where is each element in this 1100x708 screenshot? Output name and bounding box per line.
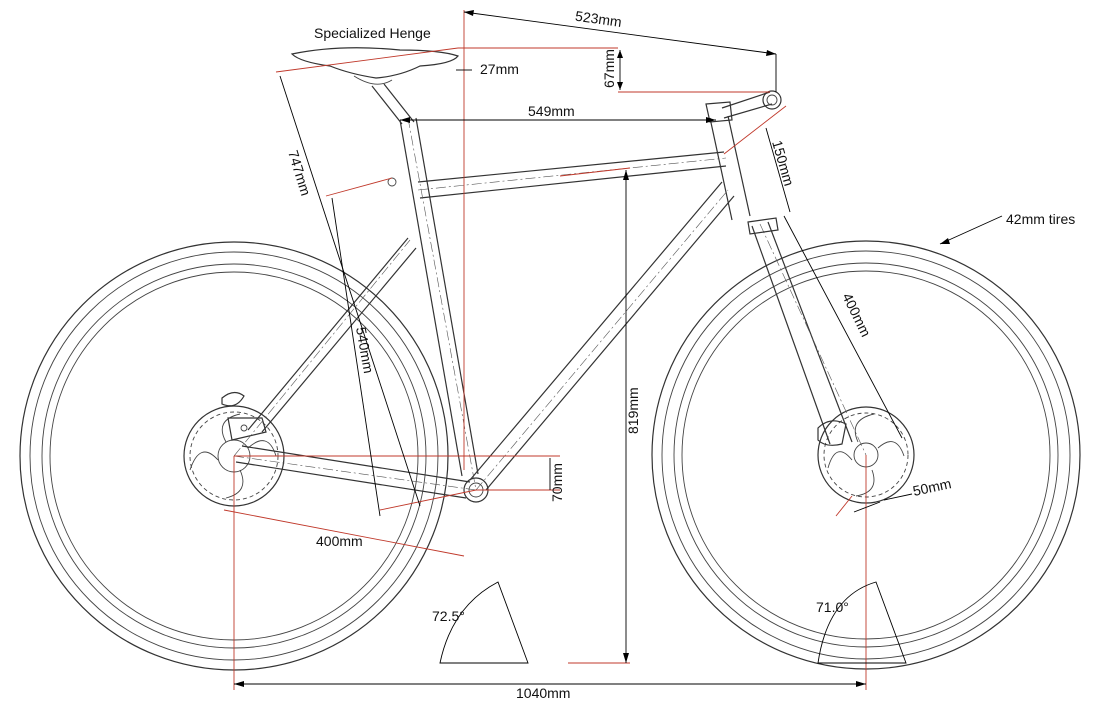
stem [705, 91, 773, 123]
seat-angle-marker [439, 581, 529, 664]
bb-drop-label: 70mm [549, 463, 565, 502]
reference-lines [223, 10, 867, 690]
stack-label: 819mm [625, 387, 641, 434]
rear-brake-caliper [221, 391, 267, 441]
fork-offset-label: 50mm [911, 475, 952, 499]
fork [747, 217, 867, 456]
saddle [290, 47, 459, 85]
seat-tube-label: 540mm [353, 326, 377, 375]
fork-length-label: 400mm [839, 290, 874, 339]
bike-frame [233, 115, 751, 503]
saddle-height-label: 747mm [285, 148, 314, 197]
seatpost [371, 83, 415, 187]
reach-arm-label: 523mm [574, 8, 622, 30]
dimension-lines [234, 10, 1003, 687]
head-angle-marker [817, 581, 907, 664]
head-angle-label: 71.0° [816, 599, 849, 615]
diagram-title: Specialized Henge [314, 25, 431, 41]
front-brake-caliper [817, 420, 847, 446]
wheelbase-label: 1040mm [516, 685, 570, 701]
chainstay-label: 400mm [316, 533, 363, 549]
handlebar [762, 90, 782, 110]
seat-angle-label: 72.5° [432, 608, 465, 624]
tires-label: 42mm tires [1006, 211, 1075, 227]
head-tube-label: 150mm [769, 138, 797, 187]
setback-label: 27mm [480, 61, 519, 77]
top-tube-label: 549mm [528, 103, 575, 119]
stem-rise-label: 67mm [601, 49, 617, 88]
